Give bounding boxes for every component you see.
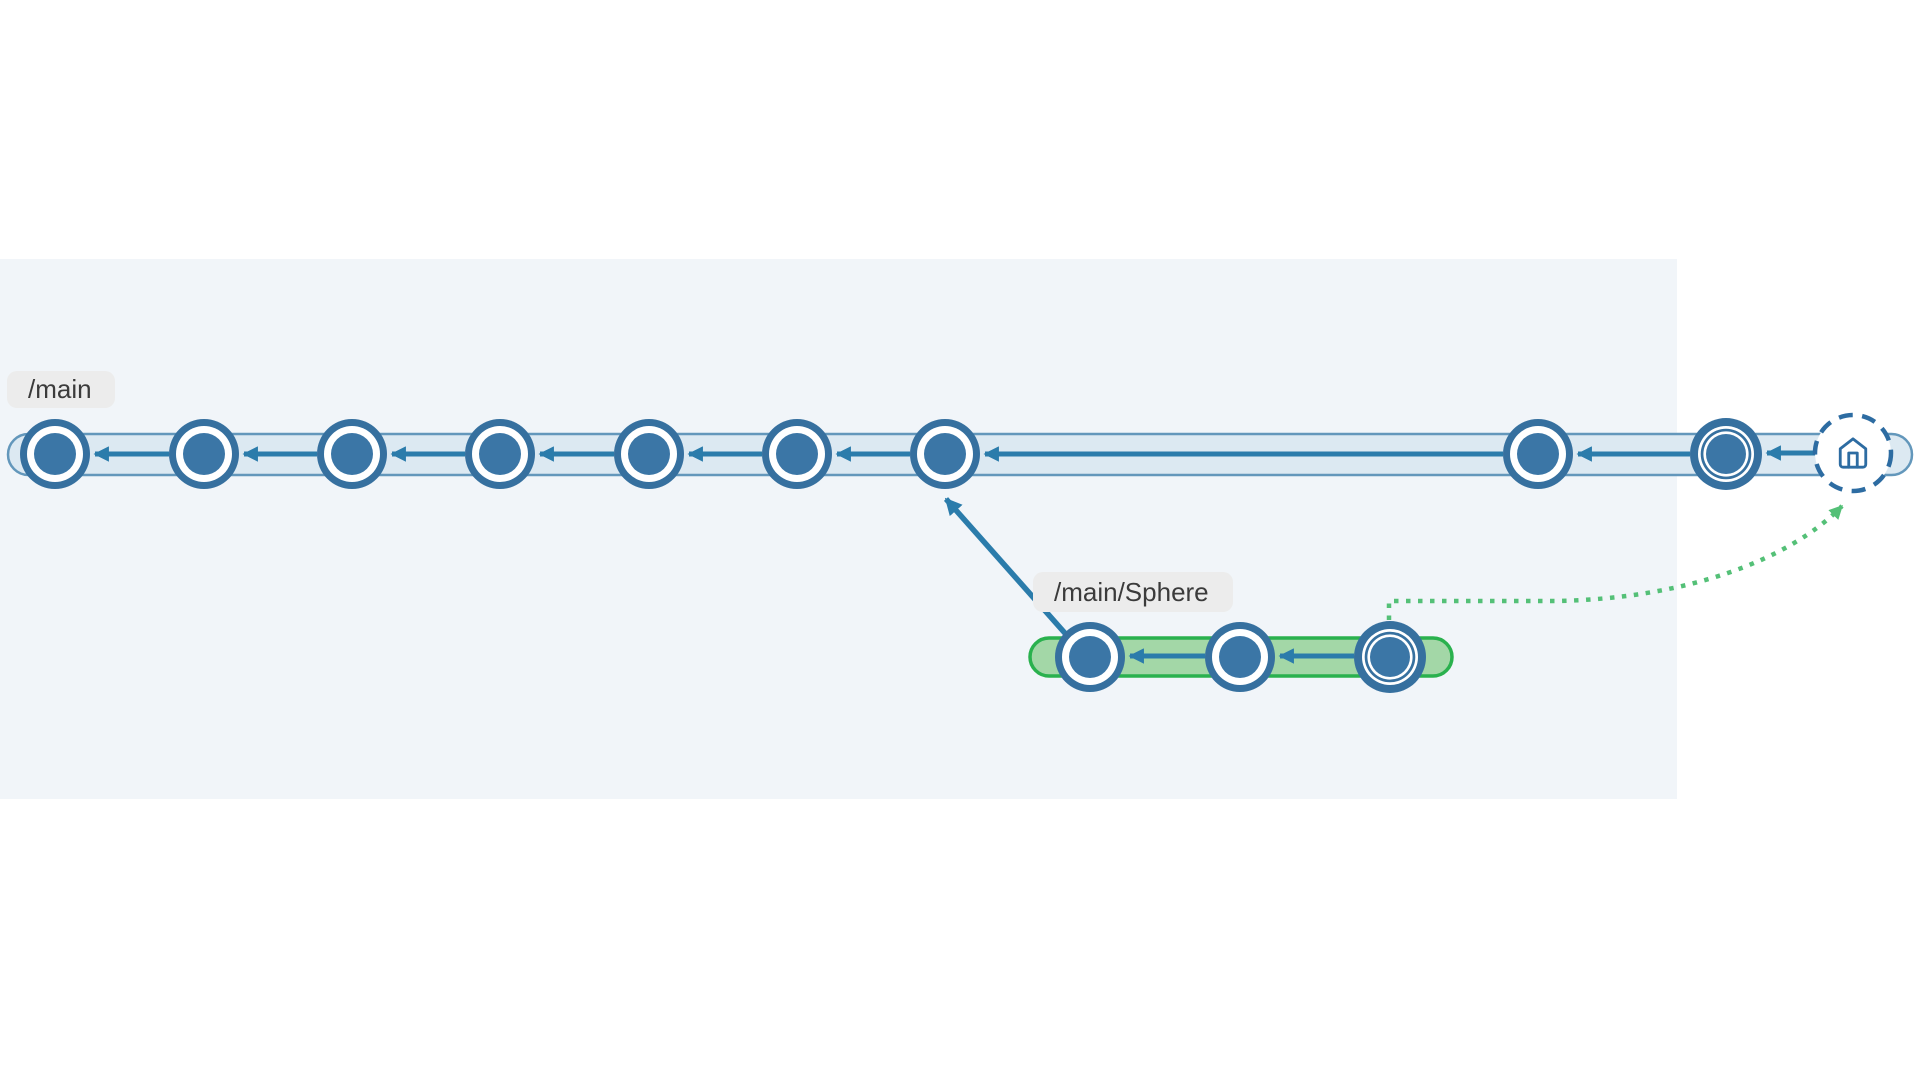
commit-node[interactable] xyxy=(910,419,980,489)
commit-node[interactable] xyxy=(169,419,239,489)
branch-label-main[interactable]: /main xyxy=(7,371,115,408)
commit-node[interactable] xyxy=(20,419,90,489)
current-commit-node[interactable] xyxy=(1354,621,1426,693)
commit-node[interactable] xyxy=(1055,622,1125,692)
graph-background-panel xyxy=(0,259,1677,799)
commit-node[interactable] xyxy=(317,419,387,489)
commit-node[interactable] xyxy=(1205,622,1275,692)
home-icon xyxy=(1838,437,1868,469)
restore-dotted-path xyxy=(1386,504,1844,620)
commit-node[interactable] xyxy=(762,419,832,489)
current-commit-node[interactable] xyxy=(1690,418,1762,490)
branch-label-sphere[interactable]: /main/Sphere xyxy=(1033,572,1233,612)
commit-node[interactable] xyxy=(465,419,535,489)
commit-node[interactable] xyxy=(614,419,684,489)
branch-link-arrow xyxy=(943,497,1082,651)
home-node[interactable] xyxy=(1812,412,1894,494)
commit-node[interactable] xyxy=(1503,419,1573,489)
